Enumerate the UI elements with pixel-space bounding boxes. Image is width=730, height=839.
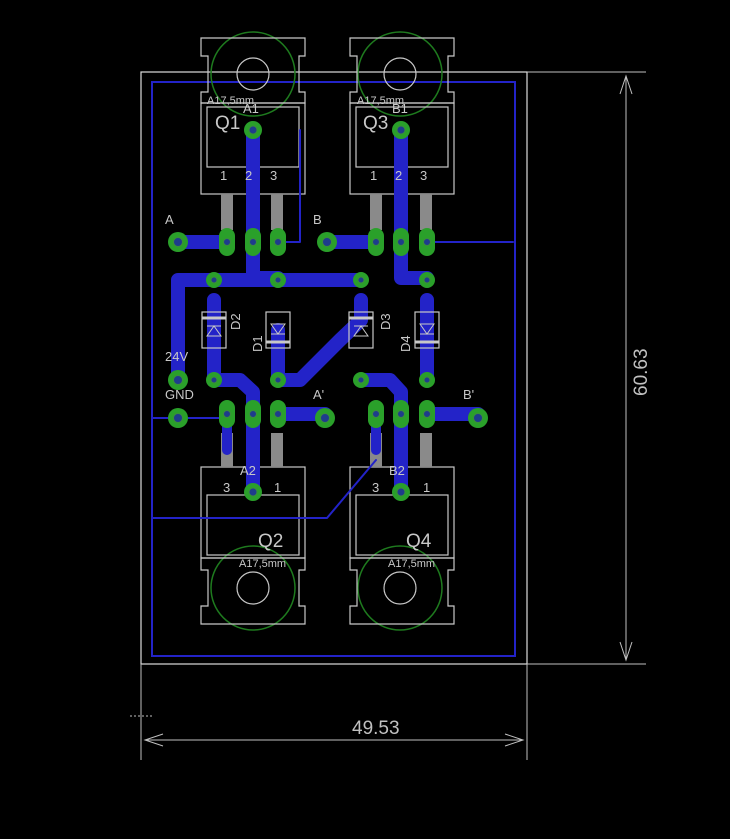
q3-value-label: A17,5mm xyxy=(357,95,404,107)
q4-value-label: A17,5mm xyxy=(388,558,435,570)
diode-d3 xyxy=(348,311,374,349)
q2-pin3-label: 3 xyxy=(223,480,230,495)
d1-label: D1 xyxy=(250,335,265,352)
diode-d1 xyxy=(265,311,291,349)
q4-mount-hole xyxy=(383,571,417,605)
q4-pin3-label: 3 xyxy=(372,480,379,495)
board-outline xyxy=(140,71,528,665)
connector-label-gnd: GND xyxy=(165,387,194,402)
q1-pin3-label: 3 xyxy=(270,168,277,183)
heatsink-q4 xyxy=(357,545,443,631)
connector-label-a-prime: A' xyxy=(313,387,324,402)
diode-d2 xyxy=(201,311,227,349)
q2-value-label: A17,5mm xyxy=(239,558,286,570)
pads xyxy=(168,121,488,501)
q3-pin1-label: 1 xyxy=(370,168,377,183)
heatsink-q3 xyxy=(357,31,443,117)
q4-ref-label: Q4 xyxy=(406,531,432,552)
trace-d1-cross xyxy=(271,293,368,387)
q2-ref-label: Q2 xyxy=(258,531,283,552)
dimension-width-label: 49.53 xyxy=(352,718,400,739)
q1-pin1-label: 1 xyxy=(220,168,227,183)
trace-24v xyxy=(171,273,221,387)
net-label-a1: A1 xyxy=(243,101,259,116)
d4-label: D4 xyxy=(398,335,413,352)
d2-label: D2 xyxy=(228,313,243,330)
diode-d4 xyxy=(414,311,440,349)
signal-bottom xyxy=(151,459,377,519)
q4-pin1-label: 1 xyxy=(423,480,430,495)
connector-label-b: B xyxy=(313,212,322,227)
q3-ref-label: Q3 xyxy=(363,113,388,134)
q1-ref-label: Q1 xyxy=(215,113,240,134)
net-label-b2: B2 xyxy=(389,463,405,478)
q1-value-label: A17,5mm xyxy=(207,95,254,107)
connector-label-b-prime: B' xyxy=(463,387,474,402)
connector-label-a: A xyxy=(165,212,174,227)
q2-tab-outline xyxy=(200,557,306,625)
q3-pin3-label: 3 xyxy=(420,168,427,183)
q3-tab-outline xyxy=(349,37,455,104)
diodes xyxy=(201,311,440,349)
heatsink-q2 xyxy=(210,545,296,631)
net-label-a2: A2 xyxy=(240,463,256,478)
d3-label: D3 xyxy=(378,313,393,330)
q1-mount-hole xyxy=(236,57,270,91)
net-label-b1: B1 xyxy=(392,101,408,116)
q3-pin2-label: 2 xyxy=(395,168,402,183)
q3-mount-hole xyxy=(383,57,417,91)
q4-tab-outline xyxy=(349,557,455,625)
q2-pin1-label: 1 xyxy=(274,480,281,495)
q2-mount-hole xyxy=(236,571,270,605)
heatsink-q1 xyxy=(210,31,296,117)
q1-tab-outline xyxy=(200,37,306,104)
q1-pin2-label: 2 xyxy=(245,168,252,183)
board-keepout xyxy=(151,81,516,657)
dimension-height-label: 60.63 xyxy=(631,348,652,396)
connector-label-24v: 24V xyxy=(165,349,188,364)
dimension-lines xyxy=(130,71,646,760)
